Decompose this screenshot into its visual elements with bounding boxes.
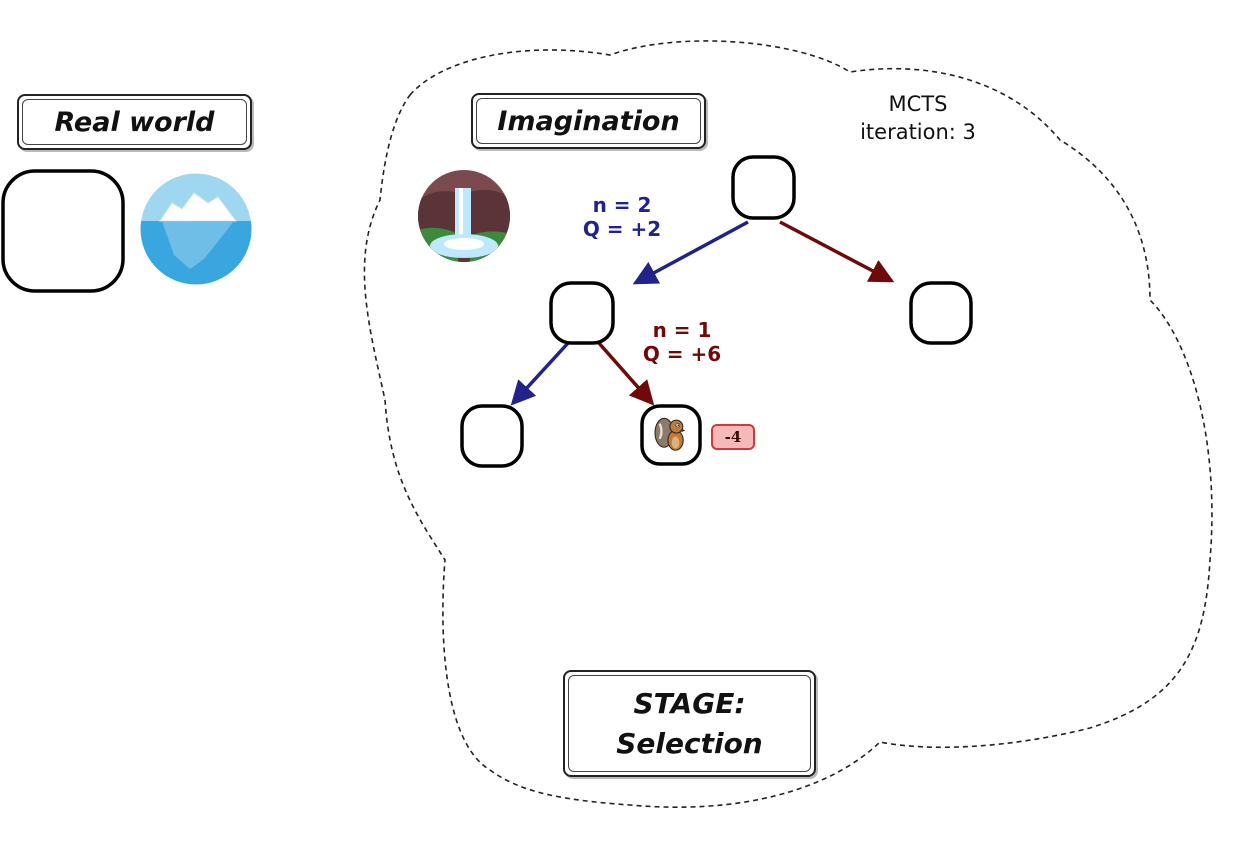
mcts-title: MCTS [888, 92, 948, 116]
leaf-reward-badge: -4 [711, 424, 755, 450]
edge-visit-count: n = 2 [592, 193, 652, 217]
edge-root-right [779, 220, 895, 283]
tree-node-left [549, 281, 615, 345]
edge-left-rightchild [596, 340, 655, 406]
edge-q-value: Q = +6 [642, 342, 722, 366]
edge-visit-count: n = 1 [652, 318, 712, 342]
leaf-reward-value: -4 [724, 428, 742, 446]
tree-node-right [909, 281, 973, 345]
imagination-label: Imagination [471, 93, 706, 149]
stage-label-line2: Selection [616, 726, 763, 760]
edge-stats-left-right: n = 1 Q = +6 [630, 318, 734, 366]
iceberg-icon [140, 173, 252, 285]
stage-label-line1: STAGE: [633, 686, 746, 720]
squirrel-icon-small [654, 417, 686, 451]
edge-q-value: Q = +2 [582, 217, 662, 241]
imagination-cloud [363, 40, 1213, 808]
imagination-label-text: Imagination [497, 105, 680, 137]
real-world-label-text: Real world [54, 106, 215, 138]
real-world-label: Real world [17, 94, 252, 150]
waterfall-icon [418, 170, 510, 262]
tree-node-left-left [460, 404, 524, 468]
mcts-iteration: iteration: 3 [860, 120, 976, 144]
stage-label: STAGE: Selection [563, 670, 816, 777]
real-world-agent-frame [1, 169, 125, 293]
edge-stats-root-left: n = 2 Q = +2 [570, 193, 674, 241]
tree-node-root [731, 155, 796, 220]
edge-left-leftchild [510, 340, 571, 406]
mcts-iteration-text: MCTS iteration: 3 [830, 90, 1006, 146]
edge-root-left [632, 220, 749, 285]
